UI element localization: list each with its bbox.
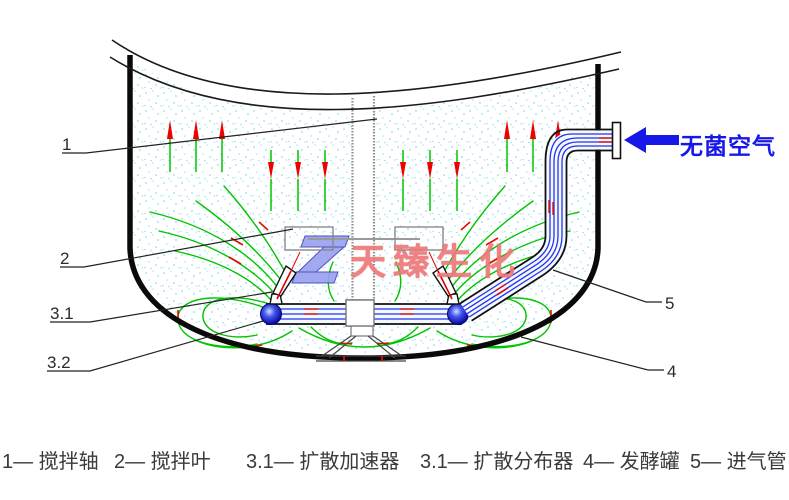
tank-top-curve-outer [111, 39, 622, 95]
bottom-support [316, 335, 406, 362]
vertical-flow-arrows [167, 120, 561, 211]
nozzle-spray-lines [276, 251, 453, 300]
liquid-surface-curve [109, 56, 620, 111]
support-ticks [343, 356, 383, 361]
air-inlet-label: 无菌空气 [680, 134, 776, 159]
callout-5: 5 [665, 294, 674, 313]
callout-1: 1 [62, 135, 71, 154]
flow-streamlines [149, 185, 580, 349]
legend: 1— 搅拌轴 2— 搅拌叶 3.1— 扩散加速器 3.1— 扩散分布器 4— 发… [0, 443, 789, 475]
inlet-flange [611, 121, 622, 160]
callout-3-1: 3.1 [50, 304, 74, 323]
callout-3-2: 3.2 [47, 353, 71, 372]
shaft-collar-front [345, 299, 375, 327]
callout-2: 2 [60, 249, 69, 268]
air-inlet-pipe [459, 128, 614, 322]
legend-item-3: 3.1— 扩散加速器 [246, 451, 400, 473]
legend-item-5: 4— 发酵罐 [583, 451, 680, 473]
legend-item-1: 1— 搅拌轴 [2, 451, 99, 473]
tank-wall [127, 55, 601, 361]
callout-4: 4 [667, 362, 676, 381]
watermark-text: 天臻生化 [350, 242, 523, 282]
shaft-stub [350, 325, 374, 337]
legend-item-2: 2— 搅拌叶 [114, 451, 211, 473]
callout-leaders [47, 118, 664, 372]
agitator-blade-left [284, 226, 334, 251]
callout-labels: 1 2 3.1 3.2 4 5 [47, 135, 676, 381]
diffuser-sphere-left [260, 303, 282, 325]
legend-item-4: 3.1— 扩散分布器 [420, 451, 574, 473]
agitator-blade-right [394, 226, 444, 251]
air-direction-arrow-icon [624, 127, 679, 153]
legend-item-6: 5— 进气管 [690, 451, 787, 473]
agitator-shaft [351, 96, 376, 301]
